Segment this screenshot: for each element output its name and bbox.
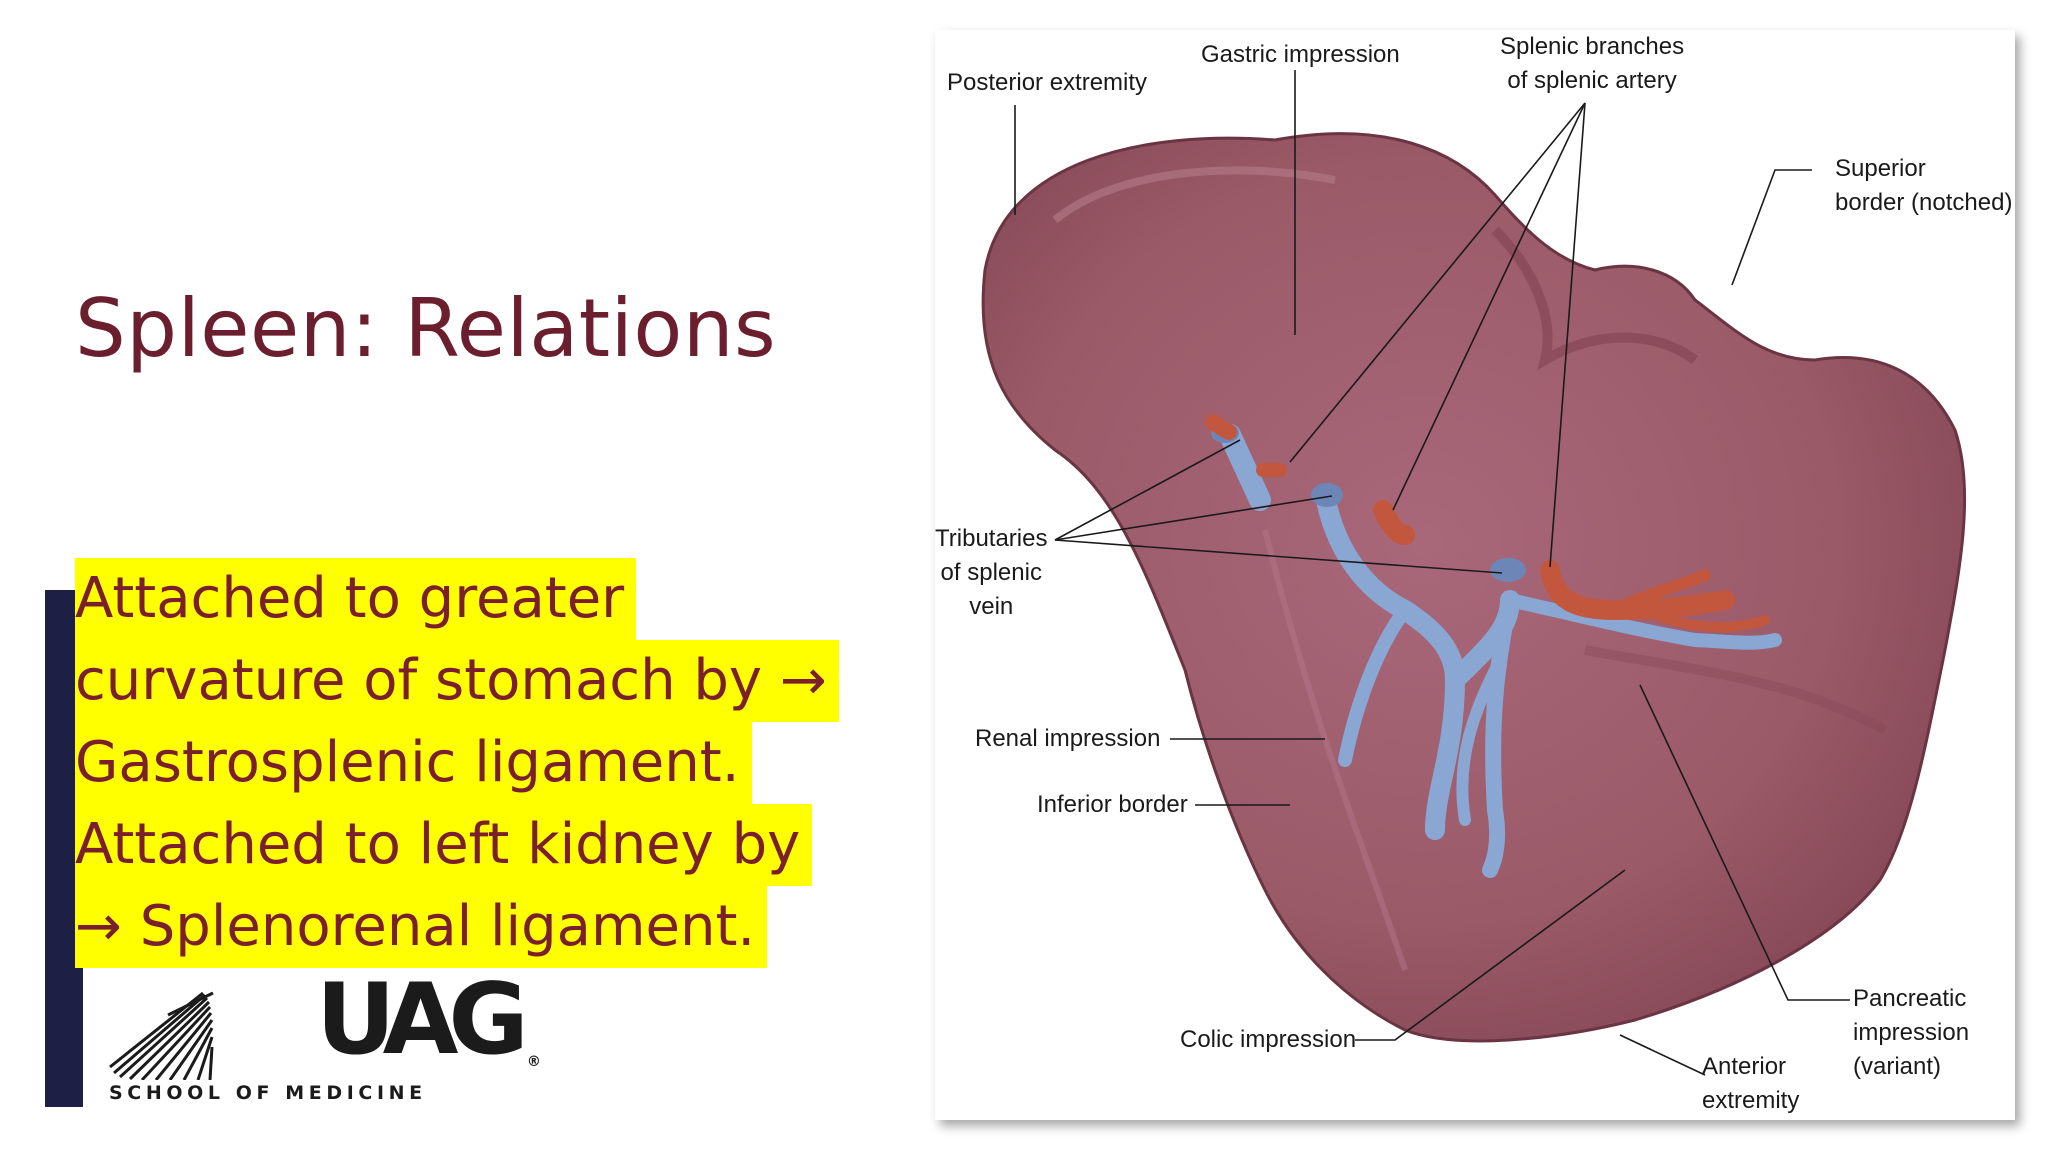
- label-splenic-branches: Splenic branches of splenic artery: [1500, 33, 1685, 94]
- splenic-vein-tributaries: [1211, 423, 1782, 878]
- bullet-text-block: Attached to greater curvature of stomach…: [75, 558, 895, 968]
- logo-wordmark: UAG®: [316, 971, 541, 1069]
- leader-lines: [1014, 70, 1850, 1076]
- spleen-organ: [981, 132, 1967, 1043]
- splenic-artery-branches: [1205, 414, 1770, 632]
- bullet-line-5: → Splenorenal ligament.: [75, 886, 768, 968]
- slide-title: Spleen: Relations: [75, 282, 777, 375]
- bullet-line-3: Gastrosplenic ligament.: [75, 722, 752, 804]
- superior-notch: [1491, 226, 1698, 371]
- label-colic-impression: Colic impression: [1180, 1026, 1357, 1053]
- pancreatic-ridge: [1584, 645, 1888, 735]
- inferior-ridge: [1262, 529, 1408, 971]
- bullet-line-2: curvature of stomach by →: [75, 640, 839, 722]
- label-tributaries: Tributaries of splenic vein: [935, 525, 1048, 620]
- logo-subtitle: SCHOOL OF MEDICINE: [109, 1082, 427, 1104]
- bullet-line-4: Attached to left kidney by: [75, 804, 813, 886]
- registered-mark: ®: [526, 1054, 541, 1070]
- spleen-drawing: [981, 70, 1967, 1076]
- label-inferior-border: Inferior border: [1037, 791, 1188, 818]
- spleen-illustration: Posterior extremity Gastric impression S…: [935, 30, 2015, 1120]
- logo-fan-icon: [109, 991, 214, 1082]
- label-anterior-extremity: Anterior extremity: [1702, 1053, 1800, 1114]
- label-renal-impression: Renal impression: [975, 725, 1161, 752]
- label-gastric-impression: Gastric impression: [1201, 41, 1400, 68]
- label-posterior-extremity: Posterior extremity: [947, 69, 1148, 96]
- bullet-line-1: Attached to greater: [75, 558, 637, 640]
- label-superior-border: Superior border (notched): [1835, 155, 2013, 216]
- uag-logo: UAG® SCHOOL OF MEDICINE: [108, 971, 541, 1105]
- label-pancreatic-impression: Pancreatic impression (variant): [1853, 985, 1970, 1080]
- logo-name: UAG: [316, 963, 529, 1077]
